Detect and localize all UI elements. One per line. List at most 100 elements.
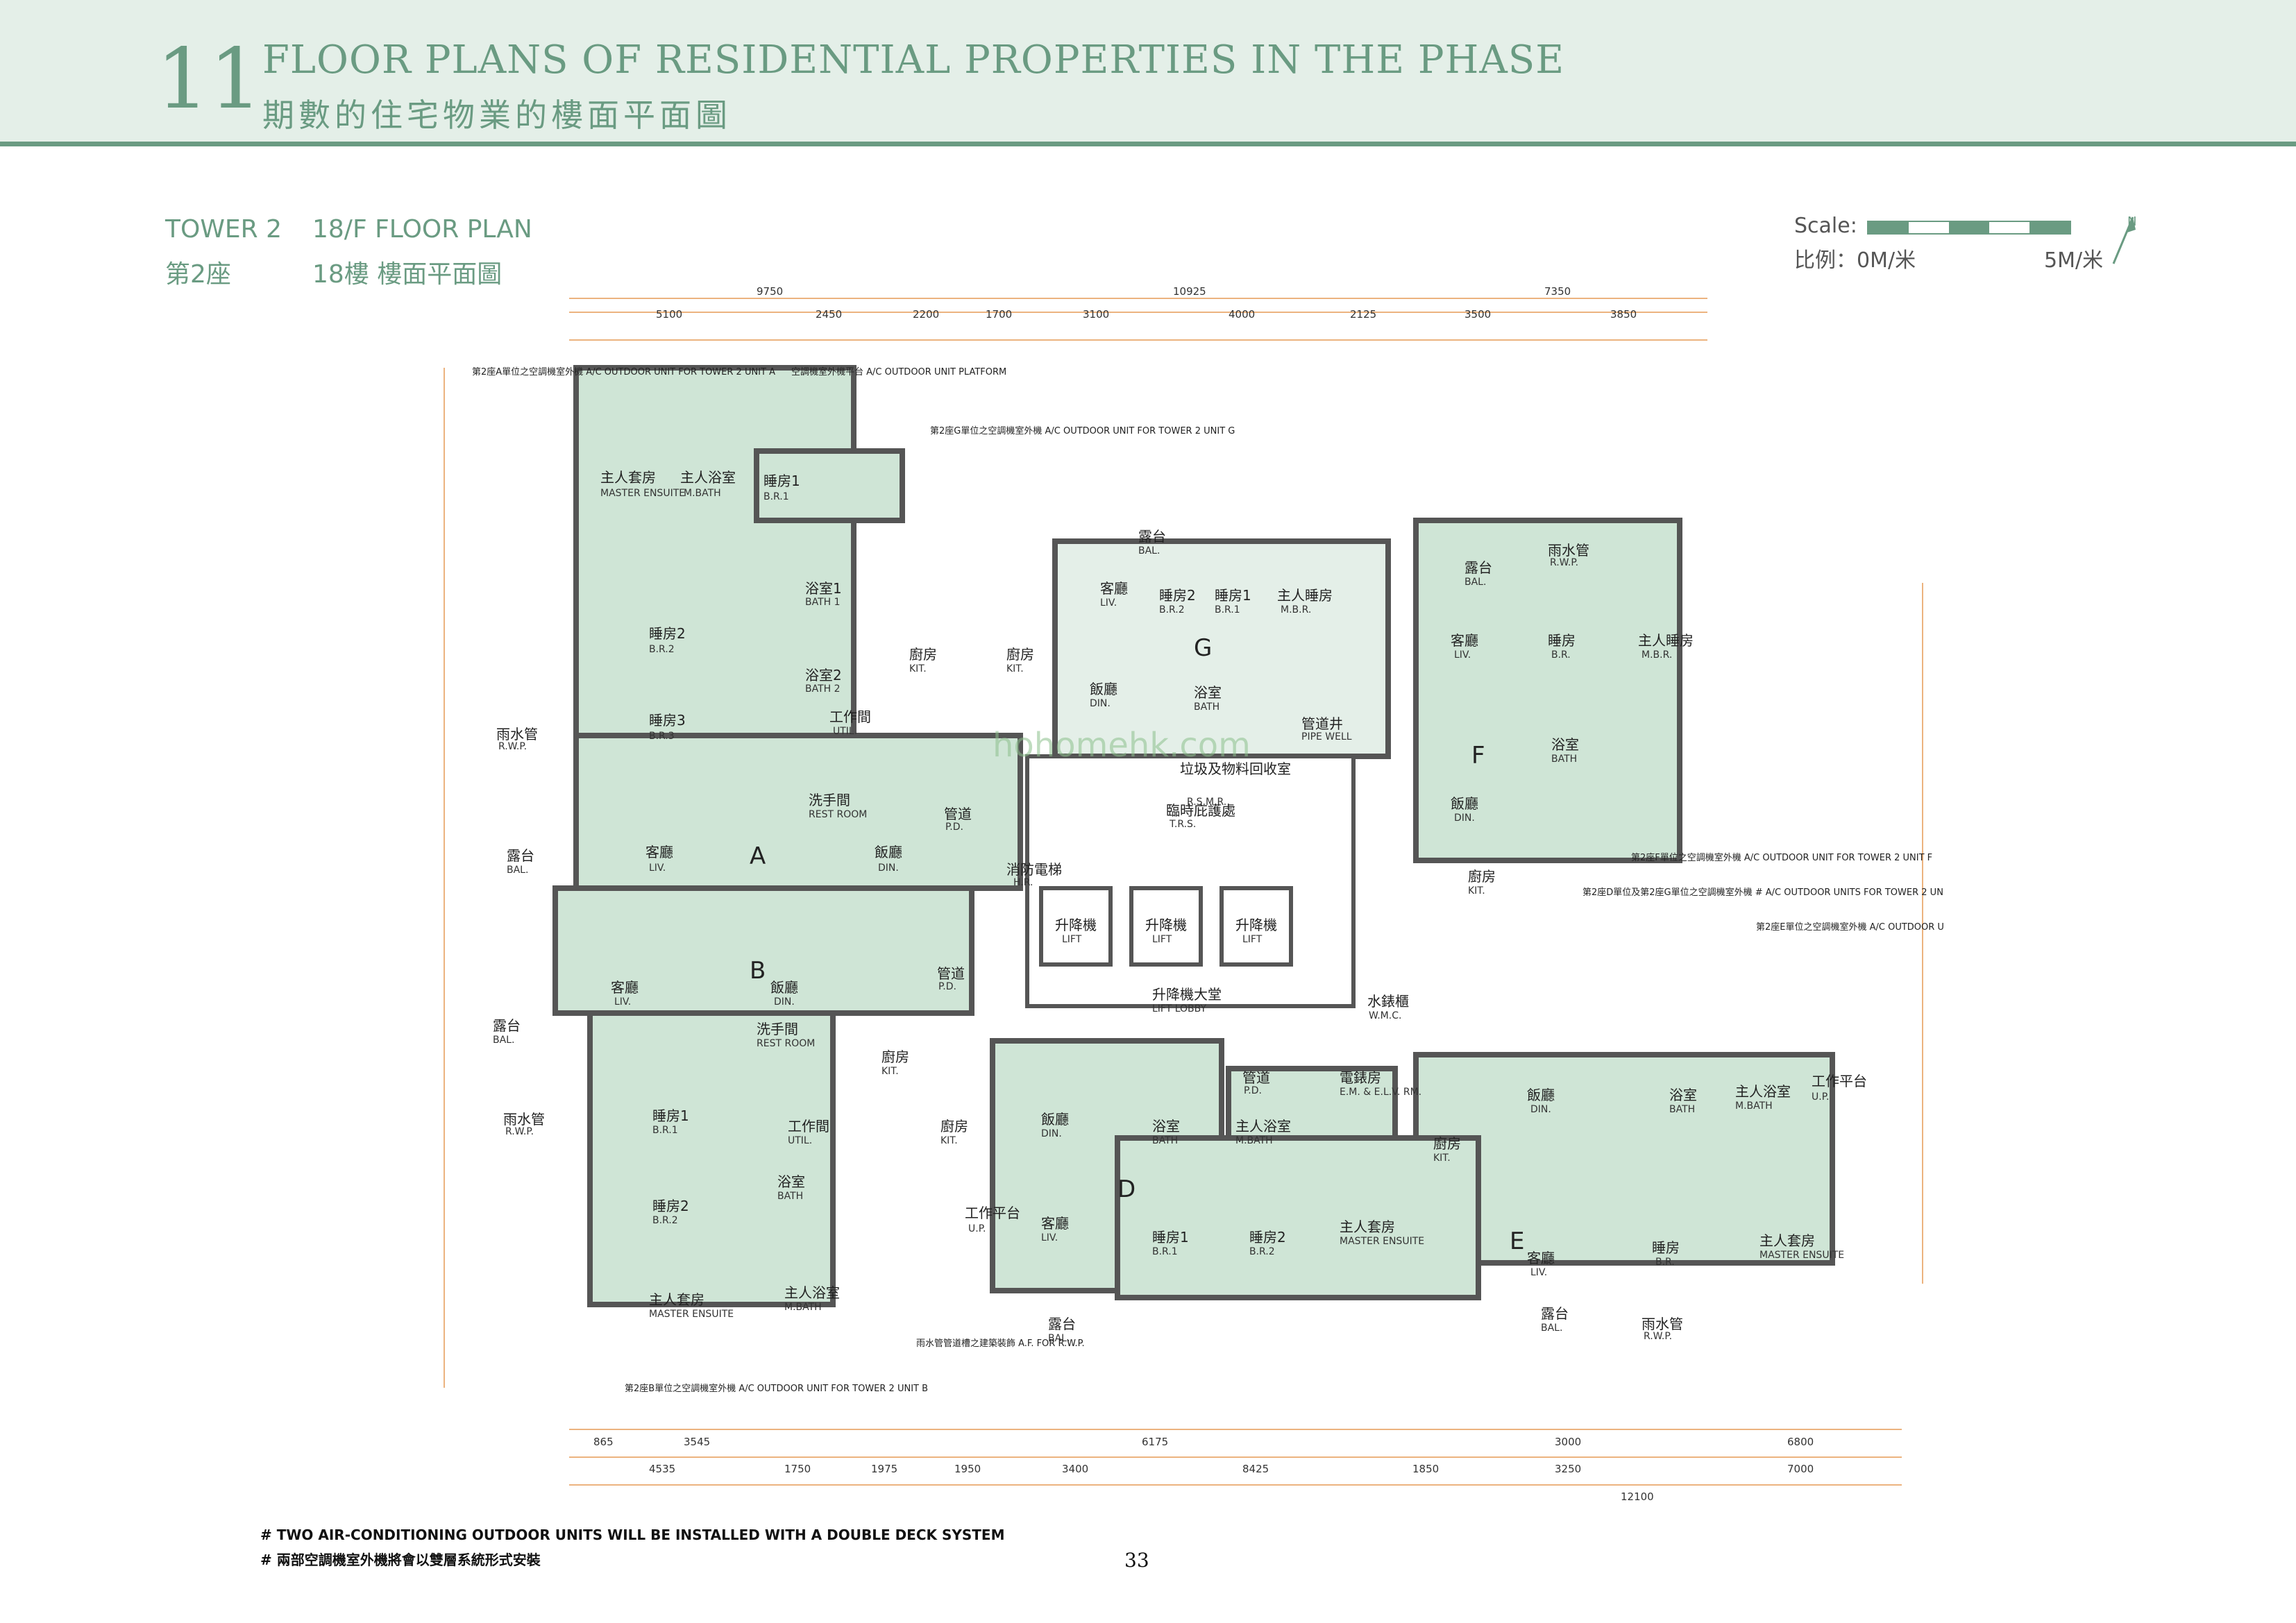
room-bal-e: 露台 — [1541, 1305, 1569, 1322]
room-fills — [552, 365, 1835, 1307]
room-trs-en: T.R.S. — [1169, 819, 1196, 830]
room-restroom-a-en: REST ROOM — [809, 809, 867, 820]
room-bal-f-en: BAL. — [1464, 577, 1486, 588]
room-br-f-en: B.R. — [1551, 649, 1571, 661]
room-din-a: 飯廳 — [875, 844, 902, 860]
dim-bottom-1-9: 6175 — [1142, 1436, 1168, 1448]
room-pd-1: 管道 — [944, 806, 972, 822]
room-up-e-en: U.P. — [1812, 1091, 1829, 1103]
room-bath1-a: 浴室1 — [805, 580, 842, 597]
room-master-ensuite-e-en: MASTER ENSUITE — [1759, 1250, 1844, 1261]
room-mbath-e: 主人浴室 — [1735, 1083, 1791, 1100]
room-bal-d: 露台 — [1048, 1316, 1076, 1332]
dim-top-1-1: 10925 — [1173, 285, 1206, 298]
room-restroom-b: 洗手間 — [757, 1021, 798, 1037]
room-din-g: 飯廳 — [1090, 681, 1117, 697]
room-br1-b: 睡房1 — [652, 1107, 689, 1124]
room-kit-d-en: KIT. — [940, 1135, 958, 1146]
room-bal-g: 露台 — [1138, 528, 1166, 545]
room-br1-b-en: B.R.1 — [652, 1125, 678, 1136]
dim-bottom-2-0: 4535 — [649, 1463, 675, 1475]
room-restroom-b-en: REST ROOM — [757, 1038, 815, 1049]
footnote-en: # TWO AIR-CONDITIONING OUTDOOR UNITS WIL… — [260, 1527, 1005, 1543]
room-bath-f-en: BATH — [1551, 754, 1577, 765]
room-rsmr-en: R.S.M.R. — [1187, 797, 1226, 808]
unit-f-letter: F — [1471, 742, 1485, 770]
room-br3-a: 睡房3 — [649, 712, 686, 729]
room-br1-a-en: B.R.1 — [763, 491, 789, 502]
room-din-g-en: DIN. — [1090, 698, 1111, 709]
room-bal-g-en: BAL. — [1138, 545, 1160, 556]
scale-bar — [1867, 221, 2071, 235]
unit-d-bedrooms — [1115, 1135, 1481, 1300]
unit-f — [1413, 518, 1682, 863]
dim-top-2-8: 3850 — [1610, 308, 1637, 321]
dim-bottom-3-0: 12100 — [1621, 1490, 1654, 1503]
core — [1025, 754, 1356, 1008]
dim-bottom-2-7: 3250 — [1555, 1463, 1581, 1475]
room-din-d-en: DIN. — [1041, 1128, 1062, 1139]
dim-bottom-2-2: 1975 — [871, 1463, 897, 1475]
lift-1 — [1039, 886, 1113, 967]
room-lift-lobby: 升降機大堂 — [1152, 986, 1222, 1003]
room-bath2-a: 浴室2 — [805, 667, 842, 683]
tower-label-en: TOWER 2 — [165, 215, 282, 244]
room-rsmr: 垃圾及物料回收室 — [1180, 760, 1291, 777]
page-number: 33 — [1124, 1549, 1149, 1572]
room-din-a-en: DIN. — [878, 863, 899, 874]
room-util-a: 工作間 — [829, 708, 871, 725]
dim-bottom-2-4: 3400 — [1062, 1463, 1088, 1475]
room-up-e: 工作平台 — [1812, 1073, 1867, 1089]
room-lift-3-en: LIFT — [1242, 934, 1263, 945]
note-af-rwp: 雨水管管道槽之建築裝飾 A.F. FOR R.W.P. — [916, 1339, 1085, 1349]
room-bath-g-en: BATH — [1194, 702, 1219, 713]
room-br1-d-en: B.R.1 — [1152, 1246, 1178, 1257]
room-kit-e: 廚房 — [1433, 1135, 1461, 1152]
section-number: 11 — [156, 31, 262, 128]
room-bath-b-en: BATH — [777, 1191, 803, 1202]
dim-top-1-2: 7350 — [1544, 285, 1571, 298]
room-pipe-well: 管道井 — [1301, 715, 1343, 732]
note-ac-unit-f: 第2座F單位之空調機室外機 A/C OUTDOOR UNIT FOR TOWER… — [1631, 852, 1932, 863]
room-master-ensuite-b: 主人套房 — [649, 1291, 704, 1308]
room-mbath-d-en: M.BATH — [1235, 1135, 1273, 1146]
room-kit-f-en: KIT. — [1468, 885, 1485, 897]
room-liv-b-en: LIV. — [614, 996, 631, 1008]
dim-top-2-1: 2450 — [816, 308, 842, 321]
dim-bottom-1-13: 6800 — [1787, 1436, 1814, 1448]
room-pd-3: 管道 — [1242, 1069, 1270, 1086]
room-kit-a: 廚房 — [909, 646, 937, 663]
room-bal-e-en: BAL. — [1541, 1323, 1562, 1334]
room-util-a-en: UTIL. — [833, 726, 857, 737]
room-trs: 臨時庇護處 — [1166, 802, 1235, 819]
room-din-e: 飯廳 — [1527, 1087, 1555, 1103]
room-mbath-a: 主人浴室 — [680, 469, 736, 486]
room-mbr-g-en: M.B.R. — [1281, 604, 1311, 615]
room-rwp-4: 雨水管 — [1641, 1316, 1683, 1332]
room-lift-lobby-en: LIFT LOBBY — [1152, 1003, 1207, 1014]
dim-top-2-4: 3100 — [1083, 308, 1109, 321]
unit-g — [1052, 538, 1391, 759]
room-mbath-a-en: M.BATH — [684, 488, 721, 499]
room-bath-e: 浴室 — [1669, 1087, 1697, 1103]
room-bath-d: 浴室 — [1152, 1118, 1180, 1135]
room-br3-a-en: B.R.3 — [649, 731, 675, 742]
unit-b-bedrooms — [587, 1010, 836, 1307]
room-pd-1-en: P.D. — [945, 822, 963, 833]
top-dimension-labels: 9750 10925 7350 5100 2450 2200 1700 3100… — [656, 285, 1637, 321]
unit-e-letter: E — [1510, 1227, 1524, 1255]
room-bal-b: 露台 — [493, 1017, 521, 1034]
room-lift-2-en: LIFT — [1152, 934, 1172, 945]
room-lift-1: 升降機 — [1055, 917, 1097, 933]
room-hr-en: H.R. — [1013, 877, 1033, 888]
floor-label-zh: 18樓 樓面平面圖 — [312, 260, 503, 289]
room-wmc: 水錶櫃 — [1367, 993, 1409, 1010]
header-band — [0, 0, 2296, 142]
note-ac-unit-a: 第2座A單位之空調機室外機 A/C OUTDOOR UNIT FOR TOWER… — [472, 366, 775, 377]
plan-notes: 第2座A單位之空調機室外機 A/C OUTDOOR UNIT FOR TOWER… — [472, 366, 1943, 1394]
room-kit-g: 廚房 — [1006, 646, 1034, 663]
room-up-d-en: U.P. — [968, 1223, 986, 1234]
room-bath-e-en: BATH — [1669, 1104, 1695, 1115]
page-title-en: FLOOR PLANS OF RESIDENTIAL PROPERTIES IN… — [262, 37, 1565, 83]
room-hr: 消防電梯 — [1006, 861, 1062, 878]
